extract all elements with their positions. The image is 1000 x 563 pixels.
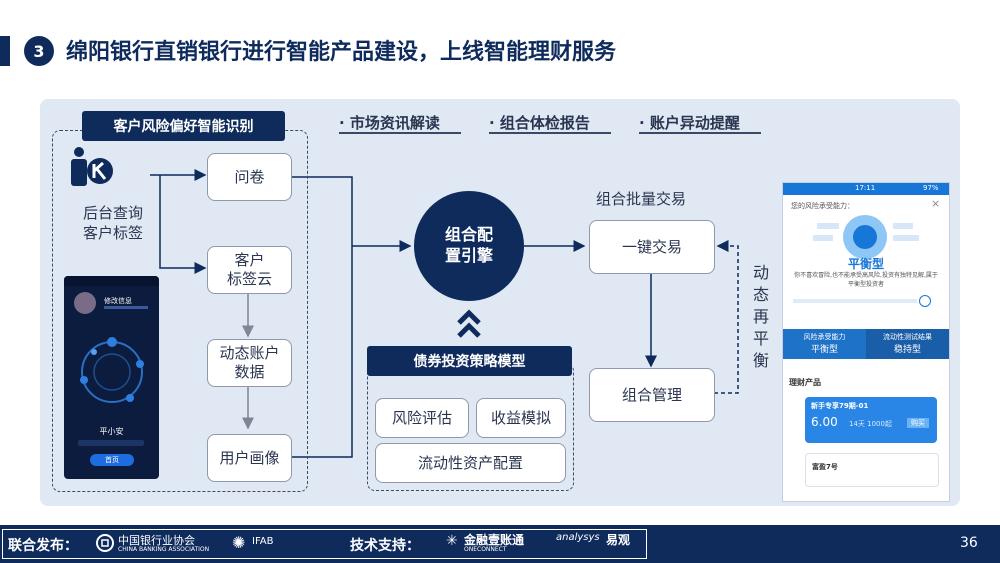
org4-en: analysys	[556, 532, 600, 543]
batch-trade-label: 组合批量交易	[596, 190, 687, 208]
feature-underline	[489, 132, 611, 134]
footer-logo-frame	[2, 529, 647, 559]
portfolio-management-node: 组合管理	[589, 368, 715, 422]
risk-tag-chip	[813, 235, 833, 241]
phone-time: 17:11	[855, 184, 876, 192]
cba-logo-icon	[96, 534, 114, 552]
feature-underline	[639, 132, 761, 134]
support-label: 技术支持：	[350, 538, 420, 554]
to-engine-connector	[290, 176, 586, 458]
portfolio-engine-circle: 组合配 置引擎	[414, 191, 524, 301]
bond-strategy-label: 债券投资策略模型	[367, 346, 572, 376]
arrow-right-icon[interactable]	[919, 295, 931, 307]
page-number: 36	[960, 535, 978, 551]
chevron-up-icon	[457, 309, 481, 338]
rebalance-char: 再	[752, 307, 769, 326]
return-simulation-node: 收益模拟	[476, 398, 566, 438]
rebalance-char: 衡	[752, 351, 769, 370]
rebalance-loop	[714, 240, 739, 394]
left-phone-screenshot: 修改信息 平小安 首页	[64, 276, 159, 479]
risk-meter-core	[853, 225, 877, 249]
risk-capacity-tab[interactable]: 风险承受能力 平衡型	[783, 329, 866, 359]
product-card-2[interactable]: 富盈7号	[805, 453, 939, 487]
dynamic-rebalance-label: 动 态 再 平 衡	[751, 262, 771, 372]
rebalance-char: 态	[752, 285, 769, 304]
node-line: 数据	[234, 363, 265, 381]
caption-line: 后台查询	[82, 204, 143, 222]
phone-status-bar	[783, 183, 949, 195]
tab-value: 稳持型	[893, 345, 921, 355]
product-rate: 6.00	[811, 415, 838, 429]
risk-prompt-text: 您的风险承受能力：	[791, 202, 854, 210]
ifab-star-icon: ✺	[232, 533, 246, 552]
org4-name: 易观	[606, 533, 631, 547]
feature-market-news: · 市场资讯解读	[339, 114, 440, 132]
close-icon[interactable]: ×	[931, 197, 941, 210]
risk-type-description: 你不喜欢冒险,也不能承受高风险,投资有独特见解,属于平衡型投资者	[794, 272, 938, 288]
engine-line: 置引擎	[444, 246, 493, 265]
user-profile-node: 用户画像	[207, 434, 292, 482]
publisher-label: 联合发布：	[8, 538, 78, 554]
progress-line	[793, 299, 917, 303]
tag-ring-graphic	[80, 337, 144, 403]
feature-account-alert: · 账户异动提醒	[639, 114, 740, 132]
section-number-badge: 3	[24, 36, 54, 66]
feature-portfolio-report: · 组合体检报告	[489, 114, 590, 132]
phone-status-bar	[64, 276, 159, 286]
org3-en: ONECONNECT	[464, 546, 507, 553]
product-card-1[interactable]: 新手专享79期-01 6.00 14天 1000起 购买	[805, 397, 937, 443]
phone-subtitle-line	[78, 440, 144, 446]
backend-query-caption: 后台查询 客户标签	[68, 203, 158, 243]
risk-tag-chip	[893, 235, 919, 241]
tag-query-connector	[150, 169, 207, 274]
org1-name: 中国银行业协会	[118, 534, 195, 547]
tab-value: 平衡型	[810, 345, 838, 355]
caption-line: 客户标签	[82, 224, 143, 242]
page-title: 绵阳银行直销银行进行智能产品建设，上线智能理财服务	[66, 40, 617, 65]
footer-bar	[0, 525, 1000, 563]
liquidity-allocation-node: 流动性资产配置	[375, 443, 566, 483]
product-section-title: 理财产品	[789, 378, 821, 387]
risk-type-result: 平衡型	[847, 257, 884, 271]
right-phone-screenshot: 17:11 97% 您的风险承受能力： × 平衡型 你不喜欢冒险,也不能承受高风…	[782, 182, 950, 502]
oneconnect-logo-icon: ✳	[446, 533, 458, 549]
org2-name: IFAB	[252, 536, 274, 547]
questionnaire-node: 问卷	[207, 153, 292, 201]
tag-cloud-node: 客户 标签云	[207, 246, 292, 294]
feature-underline	[339, 132, 461, 134]
node-line: 客户	[234, 251, 265, 270]
phone-user-name: 平小安	[99, 427, 124, 436]
org3-name: 金融壹账通	[464, 533, 525, 547]
phone-banner-line	[104, 306, 148, 309]
risk-tag-chip	[817, 223, 839, 229]
product-name: 新手专享79期-01	[811, 402, 869, 410]
engine-line: 组合配	[444, 225, 493, 245]
product-name: 富盈7号	[812, 463, 838, 471]
rebalance-char: 平	[752, 329, 769, 348]
phone-home-button[interactable]: 首页	[90, 454, 134, 466]
risk-identification-label: 客户风险偏好智能识别	[82, 111, 285, 141]
avatar	[74, 292, 96, 314]
header-accent-bar	[0, 36, 10, 66]
node-line: 标签云	[226, 270, 272, 288]
buy-button[interactable]: 购买	[907, 418, 929, 428]
risk-tag-chip	[893, 223, 913, 229]
risk-assessment-node: 风险评估	[375, 398, 469, 438]
tab-label: 风险承受能力	[803, 333, 846, 341]
dynamic-account-node: 动态账户 数据	[207, 339, 292, 387]
phone-banner-text: 修改信息	[104, 297, 132, 305]
product-terms: 14天 1000起	[849, 420, 892, 428]
phone-battery: 97%	[923, 184, 939, 192]
one-click-trade-node: 一键交易	[589, 220, 715, 274]
user-tag-icon	[71, 147, 113, 186]
liquidity-test-tab[interactable]: 流动性测试结果 稳持型	[866, 329, 949, 359]
node-line: 动态账户	[219, 344, 280, 363]
org1-en: CHINA BANKING ASSOCIATION	[118, 546, 210, 553]
rebalance-char: 动	[752, 263, 769, 282]
tab-label: 流动性测试结果	[883, 333, 932, 341]
